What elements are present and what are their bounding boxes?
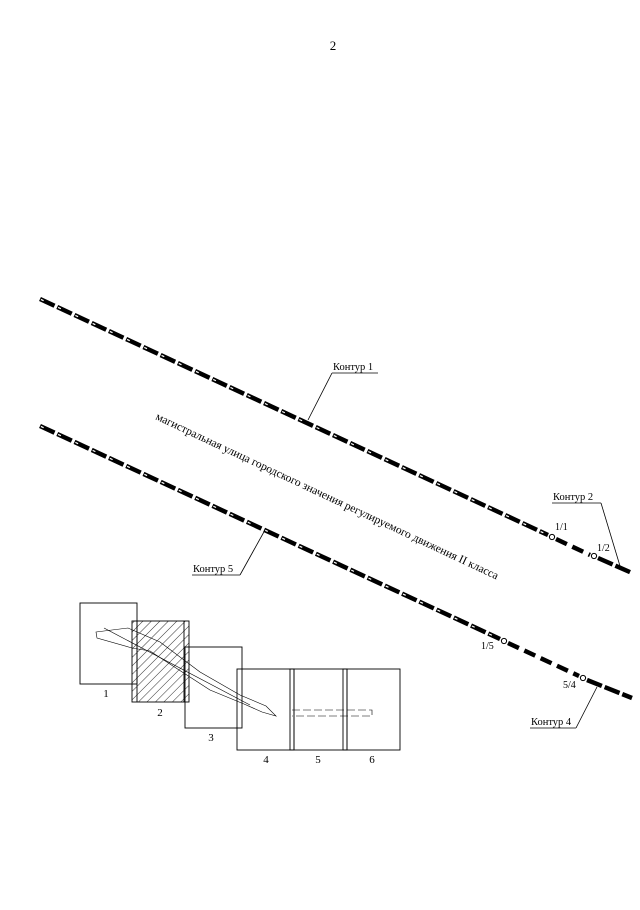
contour-5-callout: Контур 5 [192, 529, 266, 576]
sheet-number-2: 2 [157, 707, 163, 719]
point-label-5-4: 5/4 [563, 680, 576, 691]
contour-4-label: Контур 4 [531, 717, 572, 728]
point-marker-5-4 [579, 674, 587, 682]
contour-2-callout: Контур 2 [552, 492, 621, 567]
sheet-number-4: 4 [263, 754, 269, 766]
sheet-number-6: 6 [369, 754, 375, 766]
point-label-1-2: 1/2 [597, 543, 610, 554]
sheet-number-5: 5 [315, 754, 321, 766]
sheet-frame-6 [342, 668, 401, 751]
sheet-index-map: 1 2 3 4 5 6 [79, 602, 401, 766]
contour-5-label: Контур 5 [193, 564, 233, 575]
road-section-thumbnail [292, 709, 373, 717]
point-marker-1-2 [590, 552, 598, 560]
sheet-frame-5 [289, 668, 348, 751]
point-marker-1-5 [500, 637, 508, 645]
contour-2-label: Контур 2 [553, 492, 593, 503]
point-marker-1-1 [548, 533, 556, 541]
point-label-1-5: 1/5 [481, 641, 494, 652]
sheet-number-3: 3 [208, 732, 214, 744]
contour-1-label: Контур 1 [333, 362, 373, 373]
upper-boundary-line [39, 296, 633, 576]
contour-1-callout: Контур 1 [307, 362, 378, 421]
point-label-1-1: 1/1 [555, 522, 568, 533]
sheet-frame-3 [184, 646, 243, 729]
sheet-number-1: 1 [103, 688, 109, 700]
contour-4-callout: Контур 4 [530, 686, 598, 729]
lower-boundary-line [39, 423, 633, 701]
road-outline-thumbnail [95, 627, 278, 717]
sheet-frame-1 [79, 602, 138, 685]
sheet-frame-4 [236, 668, 295, 751]
page-number: 2 [330, 38, 337, 53]
sheet-frame-2 [131, 620, 190, 703]
